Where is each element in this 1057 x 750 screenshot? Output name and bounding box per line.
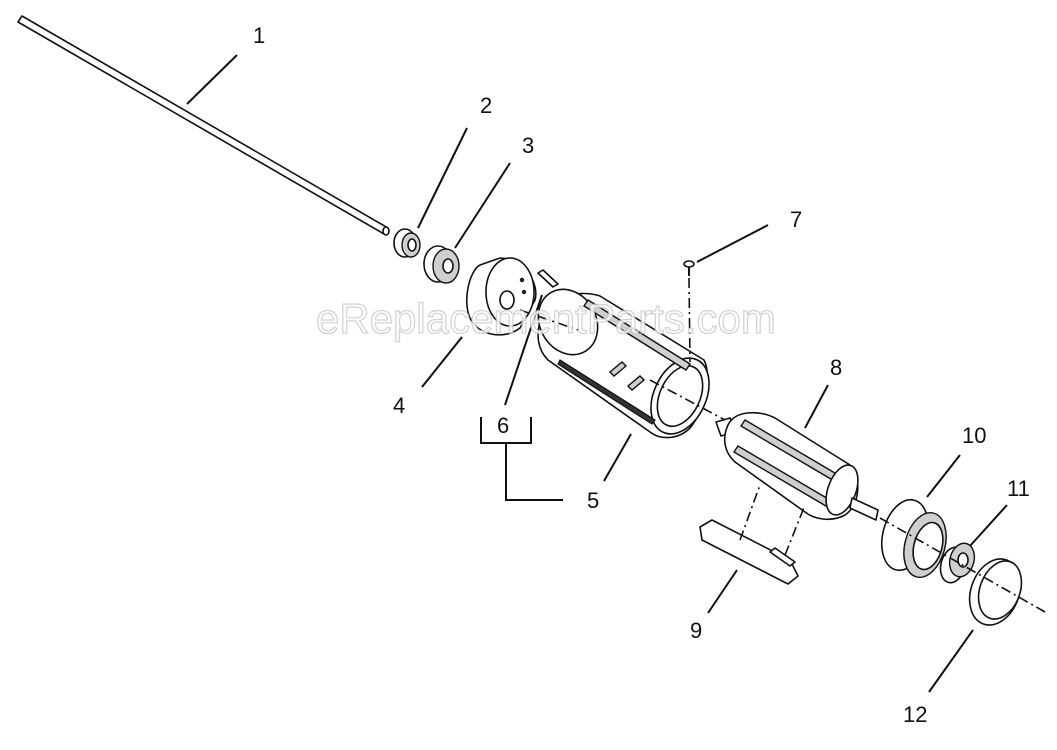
watermark: eReplacementParts.com: [316, 295, 776, 342]
part-4-end-cap: [465, 257, 537, 336]
callout-3: 3: [522, 133, 534, 158]
callout-11: 11: [1007, 476, 1030, 501]
bracket-6-to-5: [480, 417, 563, 501]
leader-10: [926, 454, 961, 498]
callout-7: 7: [790, 207, 802, 232]
part-3-bearing: [423, 245, 460, 284]
leader-2: [417, 127, 468, 229]
part-7-screw: [683, 260, 695, 276]
leader-12: [928, 629, 974, 693]
part-5-housing: [537, 288, 710, 439]
part-12-retaining-ring: [968, 558, 1023, 626]
callout-1: 1: [253, 23, 265, 48]
leader-4: [421, 336, 463, 388]
leader-1: [186, 54, 238, 105]
leader-6: [504, 294, 543, 406]
leader-7: [696, 224, 769, 263]
callout-10: 10: [962, 423, 986, 448]
leader-11: [969, 504, 1008, 547]
callout-2: 2: [480, 93, 492, 118]
leader-8: [804, 384, 829, 429]
part-2-nut: [393, 228, 421, 258]
leader-3: [454, 162, 511, 249]
part-9-bracket: [699, 519, 799, 585]
leader-9: [707, 569, 738, 614]
callout-8: 8: [830, 355, 842, 380]
callout-4: 4: [393, 393, 405, 418]
callout-12: 12: [903, 702, 927, 727]
callout-6: 6: [497, 413, 509, 438]
callout-9: 9: [690, 618, 702, 643]
part-8-rotor: [715, 411, 879, 521]
part-1-shaft: [17, 15, 390, 236]
leader-5: [603, 433, 632, 482]
callout-5: 5: [587, 488, 599, 513]
part-6-key: [537, 269, 559, 288]
